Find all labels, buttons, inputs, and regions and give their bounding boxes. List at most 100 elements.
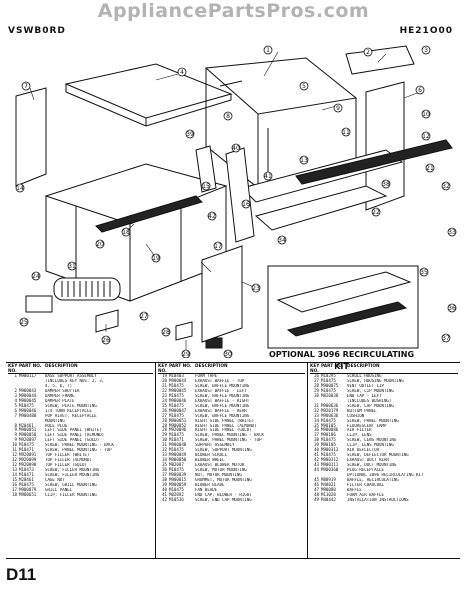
part-number-cell: M10475 [321,437,336,443]
part-number-cell: M900480 [19,412,37,418]
part-number-cell: M920096 [169,427,187,433]
part-number-cell: M900636 [321,412,339,418]
part-number-cell: M10475 [19,402,34,408]
description-cell: SCROLL HOUSING [347,374,382,378]
damper-rail [95,195,203,233]
description-cell: EXHAUST BAFFLE - LEFT [195,388,247,393]
svg-text:22: 22 [372,209,380,216]
description-cell: FILTER CHARCOAL [347,482,384,487]
part-number-cell: M900046 [19,407,37,413]
callout-29: 29 [181,349,191,359]
header-key: KEY NO. [158,364,168,374]
key-cell: 3 [14,392,17,398]
part-number-cell: M900046 [169,397,187,403]
part-number-cell: M900117 [19,373,37,378]
callout-26: 26 [101,335,111,345]
description-cell: POP RIVET, RECEPTACLE [45,413,97,418]
svg-text:39: 39 [186,131,194,138]
description-cell: DAMPER SHUTTER [45,388,80,393]
svg-text:42: 42 [208,213,216,220]
key-cell: 17 [12,486,17,492]
description-cell: EXHAUST BAFFLE - REAR [195,408,247,413]
part-number-cell: M10475 [169,486,184,492]
key-cell: 31 [314,402,319,408]
callout-17: 17 [213,241,223,251]
key-cell: 22 [162,387,167,393]
part-number-cell: M900045 [169,387,187,393]
callout-12: 12 [421,131,431,141]
part-number-cell: M900111 [321,462,339,468]
exhaust-baffle [225,147,255,243]
part-number-cell: M900058 [19,432,37,438]
svg-text:30: 30 [224,351,232,358]
key-cell: 28 [314,382,319,388]
description-cell: CLIP, FILLER MOUNTING [45,492,97,497]
callout-31: 31 [67,261,77,271]
key-cell: 27 [314,377,319,383]
part-number-cell: M900015 [169,477,187,483]
key-cell: 41 [314,452,319,458]
part-number-cell: M80919 [321,477,336,483]
description-cell: OPTIONAL 3096 RECIRCULATING KIT [347,473,424,478]
svg-text:40: 40 [232,145,240,152]
part-number-cell: M900043 [19,387,37,393]
description-cell: (INCLUDES KEY NOS. 2, 3, [45,378,105,383]
key-cell: 9 [14,437,17,443]
part-number-cell: M900045 [19,397,37,403]
leader-lines [29,51,421,352]
filter-grid [295,139,453,185]
part-number-cell: M900075 [321,382,339,388]
key-cell: 26 [314,373,319,378]
part-number-cell: M10475 [169,432,184,438]
callout-16: 16 [241,199,251,209]
part-number-cell: M10475 [169,392,184,398]
description-cell: LEFT SIDE PANEL (WHITE) [45,428,102,433]
part-number-cell: M10475 [169,412,184,418]
key-cell: 5 [14,402,17,408]
part-number-cell: M920179 [321,407,339,413]
description-cell: FLUORESCENT LAMP [347,423,387,428]
svg-text:7: 7 [24,83,28,90]
svg-text:17: 17 [214,243,222,250]
part-number-cell: M48021 [321,481,336,487]
svg-text:21: 21 [426,165,434,172]
description-cell: SCREW, BAFFLE MOUNTING [195,393,250,398]
part-number-cell: M90105 [321,442,336,448]
part-number-cell: M40442 [321,496,336,502]
air-deflector [254,185,388,231]
callout-42: 42 [207,211,217,221]
part-number-cell: M900079 [19,486,37,492]
svg-text:27: 27 [140,313,148,320]
svg-text:19: 19 [152,255,160,262]
key-cell: 37 [162,472,167,478]
description-cell: AIR FILTER [347,428,372,433]
exploded-view-svg: 1 2 3 4 5 6 7 8 9 10 11 12 13 14 15 16 1… [15,45,457,359]
key-cell: 34 [162,457,167,463]
key-cell: 18 [12,491,17,497]
callout-34: 34 [277,235,287,245]
description-cell: SCREW, PLATE MOUNTING [45,403,97,408]
callout-7: 7 [21,81,31,91]
description-cell: BOTTOM PANEL [347,408,377,413]
callout-27: 27 [139,311,149,321]
